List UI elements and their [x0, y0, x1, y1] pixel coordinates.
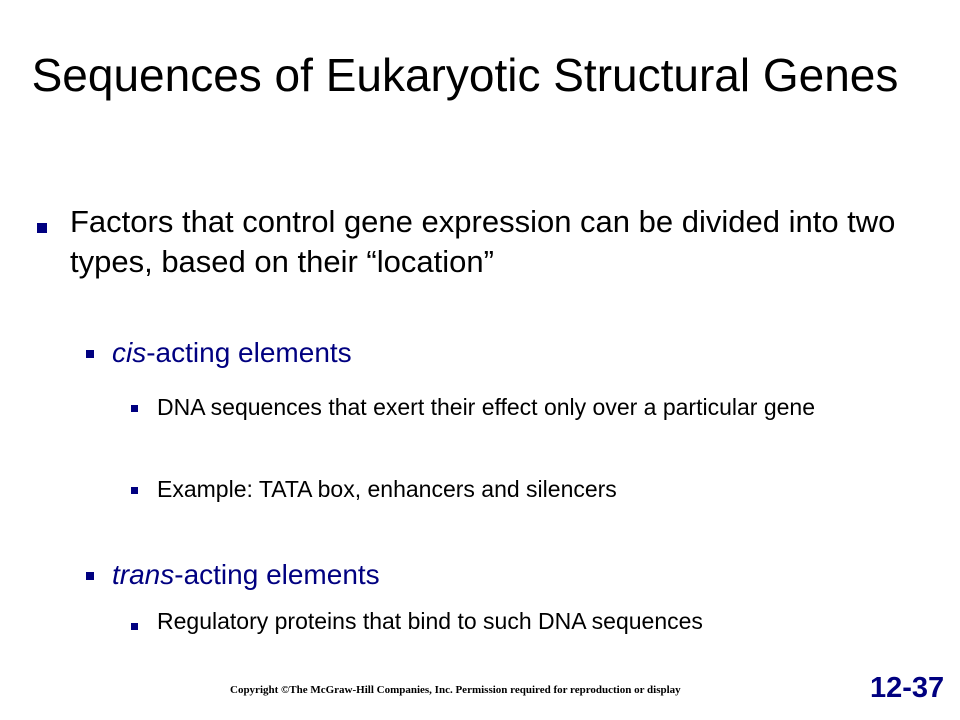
bullet-square-icon	[131, 487, 138, 494]
bullet-square-icon	[131, 623, 138, 630]
cis-italic-text: cis	[112, 337, 147, 368]
cis-rest-text: -acting elements	[146, 337, 352, 368]
trans-italic-text: trans	[112, 559, 175, 590]
trans-item-text: Regulatory proteins that bind to such DN…	[157, 608, 703, 634]
bullet-square-icon	[86, 350, 94, 358]
cis-acting-heading: cis-acting elements	[112, 336, 352, 370]
slide-number: 12-37	[870, 672, 945, 704]
copyright-notice: Copyright ©The McGraw-Hill Companies, In…	[230, 684, 681, 696]
trans-acting-heading: trans-acting elements	[112, 558, 380, 592]
cis-item-text: Example: TATA box, enhancers and silence…	[157, 476, 617, 502]
main-bullet-text: Factors that control gene expression can…	[70, 204, 896, 279]
bullet-square-icon	[131, 405, 138, 412]
bullet-square-icon	[37, 223, 47, 233]
slide-title: Sequences of Eukaryotic Structural Genes	[31, 49, 899, 101]
cis-item-text: DNA sequences that exert their effect on…	[157, 394, 816, 420]
trans-rest-text: -acting elements	[174, 559, 380, 590]
bullet-square-icon	[86, 572, 94, 580]
